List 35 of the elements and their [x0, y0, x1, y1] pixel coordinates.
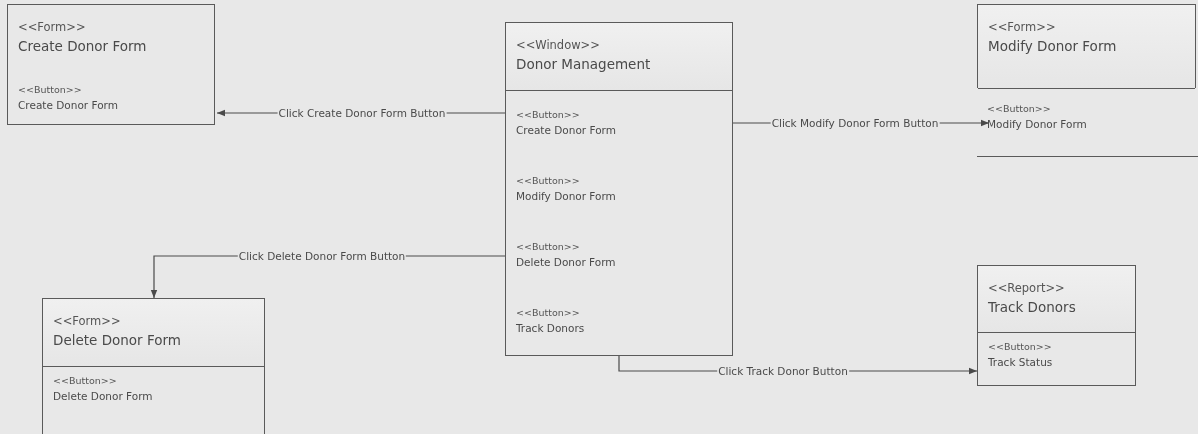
- element-name: Modify Donor Form: [988, 37, 1118, 57]
- element-name: Donor Management: [516, 55, 652, 75]
- stereotype-label: <<Report>>: [988, 280, 1066, 297]
- element-name: Track Donors: [516, 321, 586, 337]
- edge-label: Click Modify Donor Form Button: [770, 116, 940, 130]
- element-name: Delete Donor Form: [53, 389, 154, 405]
- element-name: Delete Donor Form: [53, 331, 182, 351]
- stereotype-label: <<Button>>: [53, 374, 118, 388]
- class-box: [42, 298, 265, 434]
- edge-label: Click Track Donor Button: [717, 364, 849, 378]
- stereotype-label: <<Button>>: [18, 83, 83, 97]
- element-name: Track Donors: [988, 298, 1077, 318]
- stereotype-label: <<Form>>: [988, 19, 1057, 36]
- element-name: Create Donor Form: [18, 98, 119, 114]
- stereotype-label: <<Button>>: [988, 340, 1053, 354]
- class-box: [977, 4, 1196, 88]
- class-box: [505, 22, 733, 356]
- element-name: Create Donor Form: [18, 37, 148, 57]
- stereotype-label: <<Button>>: [516, 108, 581, 122]
- edge-label: Click Delete Donor Form Button: [237, 249, 407, 263]
- element-name: Modify Donor Form: [516, 189, 617, 205]
- element-name: Delete Donor Form: [516, 255, 617, 271]
- class-box: [977, 265, 1136, 386]
- element-name: Track Status: [988, 355, 1054, 371]
- element-name: Create Donor Form: [516, 123, 617, 139]
- stereotype-label: <<Button>>: [516, 240, 581, 254]
- stereotype-label: <<Form>>: [18, 19, 87, 36]
- stereotype-label: <<Button>>: [987, 102, 1052, 116]
- edge-label: Click Create Donor Form Button: [277, 106, 447, 120]
- stereotype-label: <<Button>>: [516, 174, 581, 188]
- stereotype-label: <<Window>>: [516, 37, 601, 54]
- stereotype-label: <<Form>>: [53, 313, 122, 330]
- class-box: [7, 4, 215, 125]
- element-name: Modify Donor Form: [987, 117, 1088, 133]
- stereotype-label: <<Button>>: [516, 306, 581, 320]
